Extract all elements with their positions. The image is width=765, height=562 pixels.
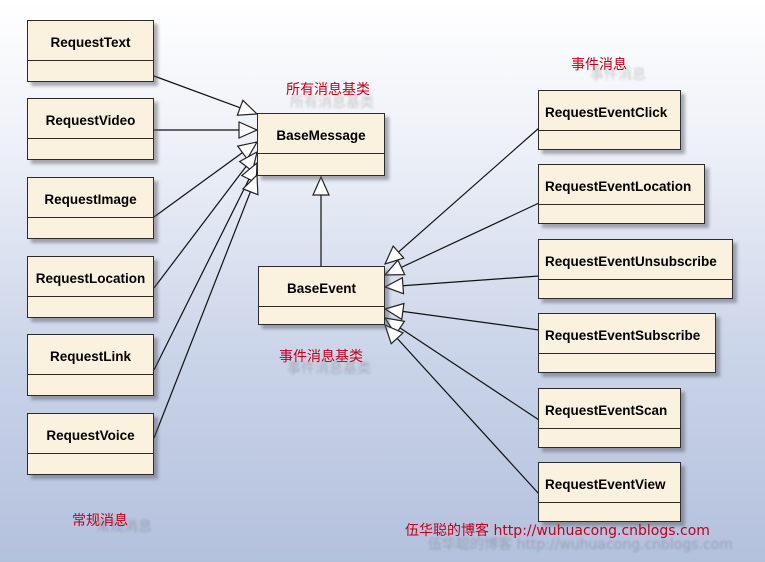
edge-unsubscribe-to-baseevent — [385, 275, 540, 287]
blog-credit-link[interactable]: 伍华聪的博客 http://wuhuacong.cnblogs.com — [405, 523, 710, 539]
edge-link-to-basemessage — [153, 163, 257, 371]
class-name: RequestLocation — [28, 257, 153, 297]
class-name: RequestImage — [28, 178, 153, 218]
class-name: RequestEventView — [539, 463, 680, 503]
class-request-image[interactable]: RequestImage — [27, 177, 154, 239]
class-name: RequestEventLocation — [539, 165, 704, 205]
class-request-video[interactable]: RequestVideo — [27, 98, 154, 160]
class-request-event-unsubscribe[interactable]: RequestEventUnsubscribe — [538, 239, 733, 299]
class-name: BaseEvent — [259, 267, 384, 307]
class-request-event-scan[interactable]: RequestEventScan — [538, 388, 681, 448]
label-shadow: 伍华聪的博客 http://wuhuacong.cnblogs.com — [428, 537, 733, 553]
edge-view-to-baseevent — [385, 325, 540, 495]
class-name: RequestLink — [28, 335, 153, 375]
base-event-note: 事件消息基类 — [279, 349, 363, 365]
class-name: RequestEventScan — [539, 389, 680, 429]
class-name: RequestText — [28, 21, 153, 61]
class-request-event-subscribe[interactable]: RequestEventSubscribe — [538, 313, 716, 373]
event-message-note: 事件消息 — [571, 57, 627, 73]
class-request-link[interactable]: RequestLink — [27, 334, 154, 396]
class-request-location[interactable]: RequestLocation — [27, 256, 154, 318]
class-name: RequestEventSubscribe — [539, 314, 715, 354]
class-request-voice[interactable]: RequestVoice — [27, 413, 154, 475]
edge-subscribe-to-baseevent — [385, 309, 540, 331]
edge-location-to-basemessage — [153, 152, 257, 289]
class-name: RequestVoice — [28, 414, 153, 454]
label-shadow: 事件消息 — [590, 67, 646, 83]
edge-voice-to-basemessage — [153, 175, 257, 439]
class-name: RequestEventUnsubscribe — [539, 240, 732, 280]
edge-image-to-basemessage — [153, 142, 257, 218]
edge-text-to-basemessage — [153, 75, 257, 114]
class-request-event-click[interactable]: RequestEventClick — [538, 90, 681, 150]
base-message-note: 所有消息基类 — [286, 82, 370, 98]
class-request-event-location[interactable]: RequestEventLocation — [538, 164, 705, 224]
class-name: BaseMessage — [258, 114, 384, 154]
edge-click-to-baseevent — [385, 127, 540, 264]
class-request-event-view[interactable]: RequestEventView — [538, 462, 681, 522]
label-shadow: 常规消息 — [96, 519, 152, 535]
edge-scan-to-baseevent — [385, 318, 540, 421]
class-base-message[interactable]: BaseMessage — [257, 113, 385, 176]
label-shadow: 所有消息基类 — [290, 95, 374, 111]
class-request-text[interactable]: RequestText — [27, 20, 154, 82]
class-base-event[interactable]: BaseEvent — [258, 266, 385, 325]
edge-elocation-to-baseevent — [385, 202, 540, 275]
normal-message-note: 常规消息 — [72, 513, 128, 529]
label-shadow: 事件消息基类 — [287, 361, 371, 377]
class-name: RequestVideo — [28, 99, 153, 139]
class-name: RequestEventClick — [539, 91, 680, 131]
